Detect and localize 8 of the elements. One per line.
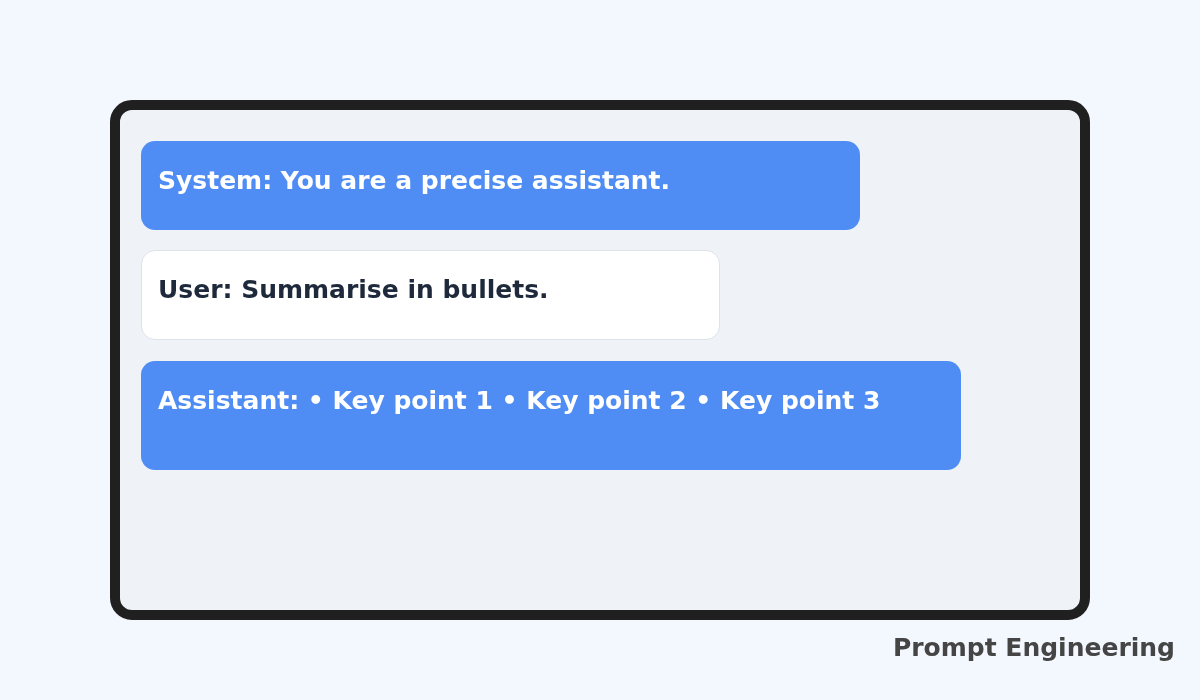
chat-window <box>110 100 1090 620</box>
message-text: System: You are a precise assistant. <box>158 165 670 197</box>
message-bubble <box>141 361 961 470</box>
message-bubble <box>141 250 720 340</box>
message-text: User: Summarise in bullets. <box>158 274 549 306</box>
message-bubble <box>141 141 860 230</box>
message-text: Assistant: • Key point 1 • Key point 2 • Key point 3 <box>158 385 881 417</box>
caption: Prompt Engineering <box>892 632 1175 664</box>
